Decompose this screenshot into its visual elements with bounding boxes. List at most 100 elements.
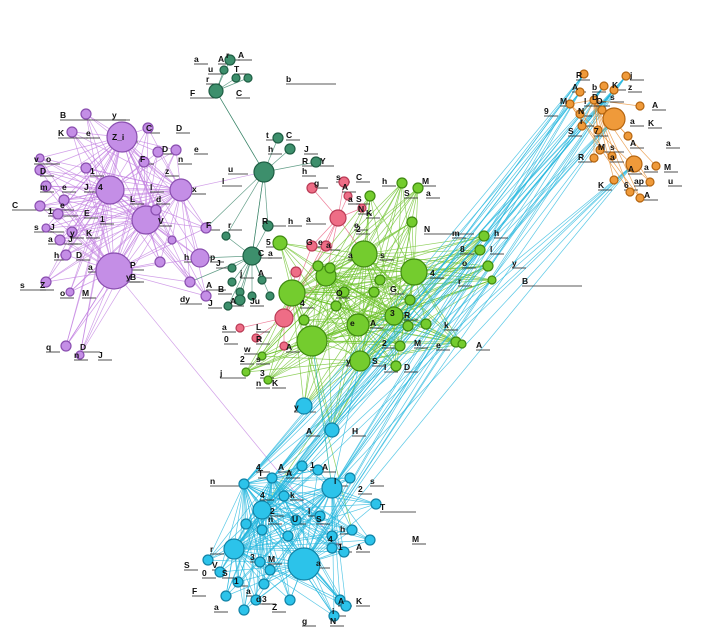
graph-node[interactable]	[167, 235, 177, 245]
graph-node[interactable]	[579, 69, 589, 79]
graph-node[interactable]	[224, 54, 236, 66]
graph-node[interactable]	[609, 85, 619, 95]
graph-node[interactable]	[595, 145, 605, 155]
graph-node[interactable]	[338, 286, 350, 298]
graph-node[interactable]	[106, 121, 138, 153]
graph-node[interactable]	[34, 200, 46, 212]
graph-node[interactable]	[154, 256, 166, 268]
graph-node[interactable]	[338, 176, 350, 188]
graph-node[interactable]	[252, 500, 272, 520]
graph-node[interactable]	[621, 71, 631, 81]
graph-node[interactable]	[396, 177, 408, 189]
graph-node[interactable]	[238, 604, 250, 616]
graph-node[interactable]	[478, 230, 490, 242]
graph-node[interactable]	[202, 554, 214, 566]
graph-node[interactable]	[190, 248, 210, 268]
graph-node[interactable]	[152, 146, 164, 158]
graph-node[interactable]	[625, 187, 635, 197]
graph-node[interactable]	[274, 308, 294, 328]
graph-node[interactable]	[298, 314, 310, 326]
graph-node[interactable]	[272, 132, 284, 144]
graph-node[interactable]	[266, 472, 278, 484]
graph-node[interactable]	[394, 340, 406, 352]
graph-node[interactable]	[234, 294, 246, 306]
graph-node[interactable]	[227, 277, 237, 287]
graph-node[interactable]	[219, 65, 229, 75]
graph-node[interactable]	[52, 208, 64, 220]
graph-node[interactable]	[635, 193, 645, 203]
graph-node[interactable]	[66, 226, 78, 238]
graph-node[interactable]	[357, 203, 367, 213]
graph-node[interactable]	[35, 153, 45, 163]
graph-node[interactable]	[287, 547, 321, 581]
graph-node[interactable]	[290, 514, 302, 526]
graph-node[interactable]	[420, 318, 432, 330]
graph-node[interactable]	[314, 510, 326, 522]
graph-node[interactable]	[296, 325, 328, 357]
graph-node[interactable]	[258, 578, 270, 590]
graph-node[interactable]	[41, 223, 51, 233]
graph-node[interactable]	[635, 101, 645, 111]
graph-node[interactable]	[54, 234, 66, 246]
graph-node[interactable]	[241, 367, 251, 377]
graph-node[interactable]	[223, 538, 245, 560]
graph-node[interactable]	[482, 260, 494, 272]
graph-node[interactable]	[321, 477, 343, 499]
graph-node[interactable]	[326, 542, 338, 554]
graph-node[interactable]	[257, 351, 267, 361]
graph-node[interactable]	[625, 155, 643, 173]
graph-node[interactable]	[65, 287, 75, 297]
graph-node[interactable]	[340, 600, 352, 612]
graph-node[interactable]	[368, 286, 380, 298]
graph-node[interactable]	[278, 279, 306, 307]
graph-node[interactable]	[651, 161, 661, 171]
graph-node[interactable]	[602, 107, 626, 131]
graph-node[interactable]	[278, 490, 290, 502]
graph-node[interactable]	[349, 350, 371, 372]
graph-node[interactable]	[457, 339, 467, 349]
graph-node[interactable]	[40, 180, 52, 192]
graph-node[interactable]	[223, 301, 233, 311]
graph-node[interactable]	[338, 546, 350, 558]
graph-node[interactable]	[589, 95, 599, 105]
graph-node[interactable]	[60, 340, 72, 352]
graph-node[interactable]	[412, 182, 424, 194]
graph-node[interactable]	[284, 594, 296, 606]
graph-node[interactable]	[58, 194, 70, 206]
graph-node[interactable]	[295, 397, 313, 415]
graph-node[interactable]	[231, 73, 241, 83]
graph-node[interactable]	[238, 478, 250, 490]
graph-node[interactable]	[607, 151, 617, 161]
graph-node[interactable]	[312, 464, 324, 476]
graph-node[interactable]	[221, 231, 231, 241]
graph-node[interactable]	[80, 108, 92, 120]
graph-node[interactable]	[242, 246, 262, 266]
graph-node[interactable]	[247, 291, 257, 301]
graph-node[interactable]	[282, 530, 294, 542]
graph-node[interactable]	[343, 191, 353, 201]
graph-node[interactable]	[95, 175, 125, 205]
graph-node[interactable]	[279, 341, 289, 351]
graph-node[interactable]	[645, 177, 655, 187]
graph-node[interactable]	[577, 121, 587, 131]
graph-node[interactable]	[257, 275, 267, 285]
graph-node[interactable]	[60, 249, 72, 261]
graph-node[interactable]	[364, 190, 376, 202]
graph-node[interactable]	[142, 122, 154, 134]
graph-node[interactable]	[235, 323, 245, 333]
graph-node[interactable]	[364, 534, 376, 546]
graph-node[interactable]	[346, 313, 370, 337]
graph-node[interactable]	[75, 350, 85, 360]
graph-node[interactable]	[240, 518, 252, 530]
graph-node[interactable]	[406, 216, 418, 228]
graph-node[interactable]	[40, 276, 52, 288]
graph-node[interactable]	[565, 99, 575, 109]
graph-node[interactable]	[220, 590, 232, 602]
graph-node[interactable]	[474, 244, 486, 256]
graph-node[interactable]	[262, 220, 274, 232]
graph-node[interactable]	[312, 260, 324, 272]
graph-node[interactable]	[264, 564, 276, 576]
graph-node[interactable]	[330, 300, 342, 312]
graph-node[interactable]	[66, 126, 78, 138]
graph-node[interactable]	[253, 161, 275, 183]
